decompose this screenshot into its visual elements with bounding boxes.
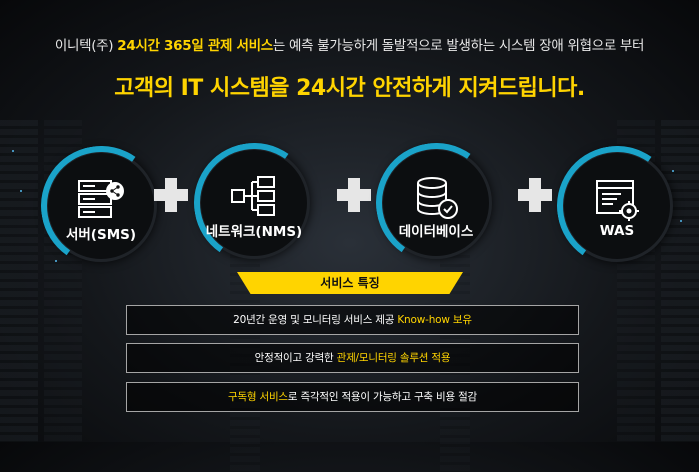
feature-text: 로 즉각적인 적용이 가능하고 구축 비용 절감	[287, 391, 477, 403]
page-title: 고객의 IT 시스템을 24시간 안전하게 지켜드립니다.	[114, 76, 585, 101]
network-tree-icon	[228, 176, 280, 222]
plus-icon	[337, 178, 371, 212]
headline-prefix: 이니텍(주)	[54, 38, 118, 54]
plus-icon	[154, 178, 188, 212]
service-label: 서버(SMS)	[65, 227, 137, 243]
feature-highlight: 관제/모니터링 솔루션 적용	[336, 352, 451, 364]
plus-icon	[518, 178, 552, 212]
feature-row: 20년간 운영 및 모니터링 서비스 제공 Know-how 보유	[126, 305, 579, 335]
feature-text: 20년간 운영 및 모니터링 서비스 제공	[233, 314, 398, 326]
feature-row: 안정적이고 강력한 관제/모니터링 솔루션 적용	[126, 343, 579, 373]
service-network: 네트워크(NMS)	[184, 133, 324, 273]
features-title-badge: 서비스 특징	[237, 272, 463, 294]
feature-row: 구독형 서비스로 즉각적인 적용이 가능하고 구축 비용 절감	[126, 382, 579, 412]
was-window-gear-icon	[591, 179, 643, 225]
feature-highlight: Know-how 보유	[397, 314, 472, 326]
service-label: 데이터베이스	[398, 224, 474, 240]
service-was: WAS	[547, 136, 687, 276]
feature-highlight: 구독형 서비스	[227, 391, 288, 403]
service-label: 네트워크(NMS)	[205, 224, 303, 240]
service-label: WAS	[599, 223, 635, 239]
service-database: 데이터베이스	[366, 133, 506, 273]
feature-text: 안정적이고 강력한	[254, 352, 337, 364]
headline-suffix: 는 예측 불가능하게 돌발적으로 발생하는 시스템 장애 위협으로 부터	[272, 38, 645, 54]
database-check-icon	[410, 176, 462, 224]
server-share-icon	[75, 179, 127, 225]
headline-highlight: 24시간 365일 관제 서비스	[117, 38, 273, 54]
service-server: 서버(SMS)	[31, 136, 171, 276]
headline: 이니텍(주) 24시간 365일 관제 서비스는 예측 불가능하게 돌발적으로 …	[0, 34, 699, 54]
